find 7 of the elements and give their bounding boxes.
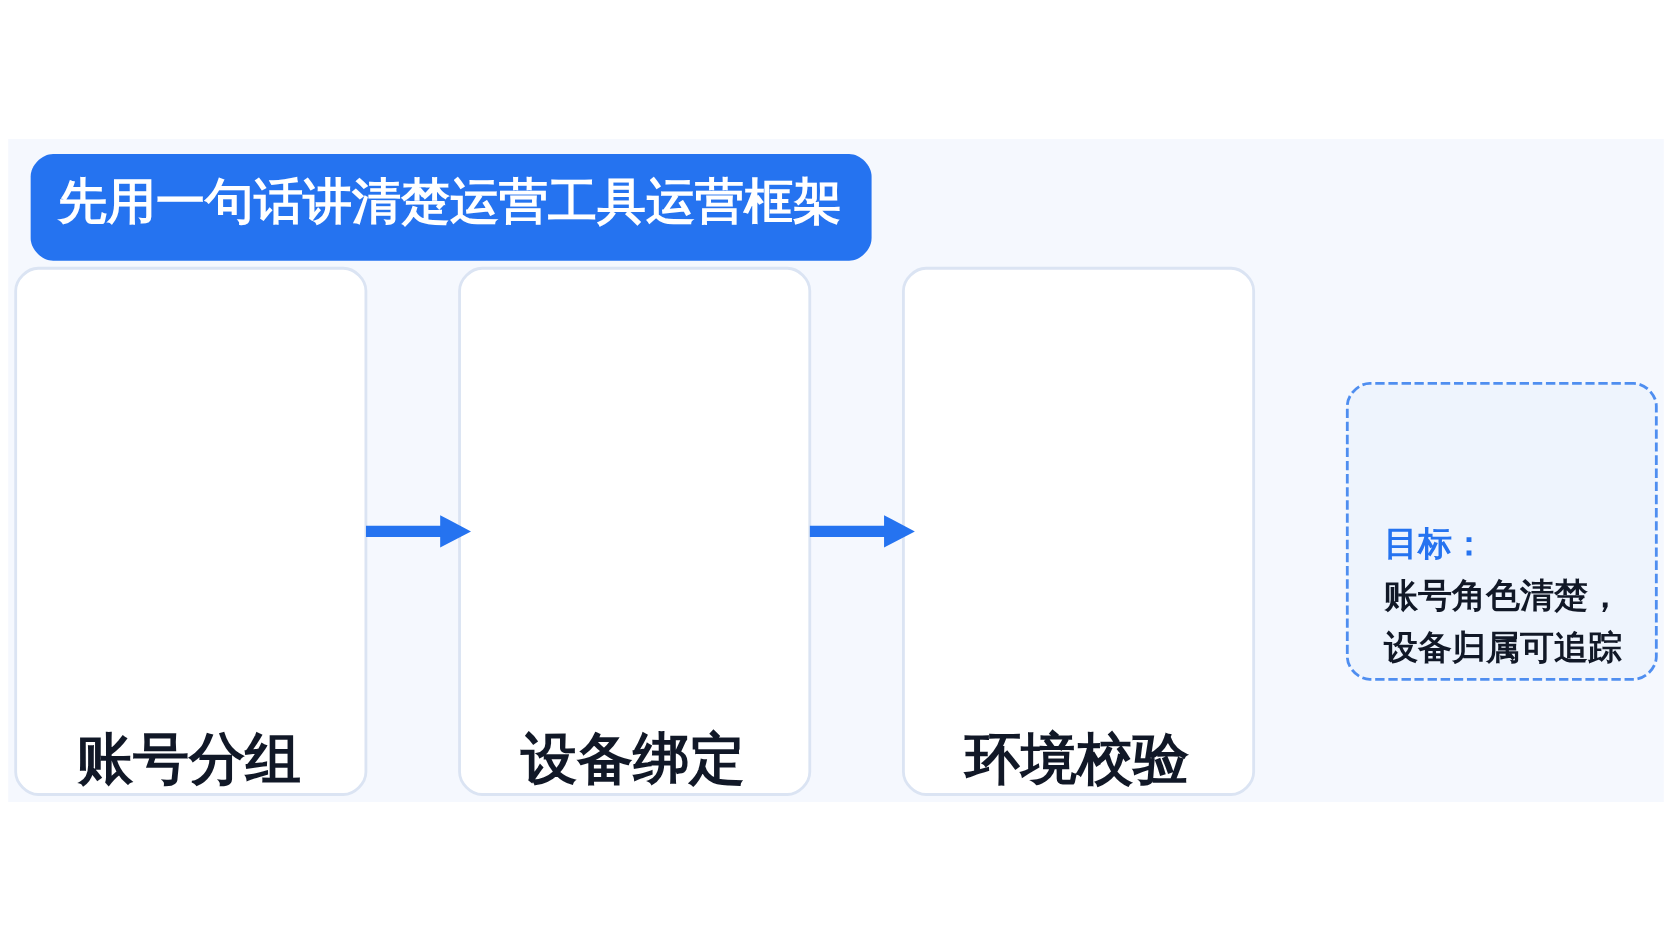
node-box: 账号分组: [14, 266, 368, 796]
arrow: [366, 515, 471, 548]
node-box: 设备绑定: [458, 266, 812, 796]
node-box: 目标： 账号角色清楚，设备归属可追踪: [1345, 382, 1658, 681]
diagram-title: 先用一句话讲清楚运营工具运营框架: [57, 173, 842, 230]
arrow: [809, 515, 915, 548]
node-box: 环境校验: [902, 266, 1256, 796]
